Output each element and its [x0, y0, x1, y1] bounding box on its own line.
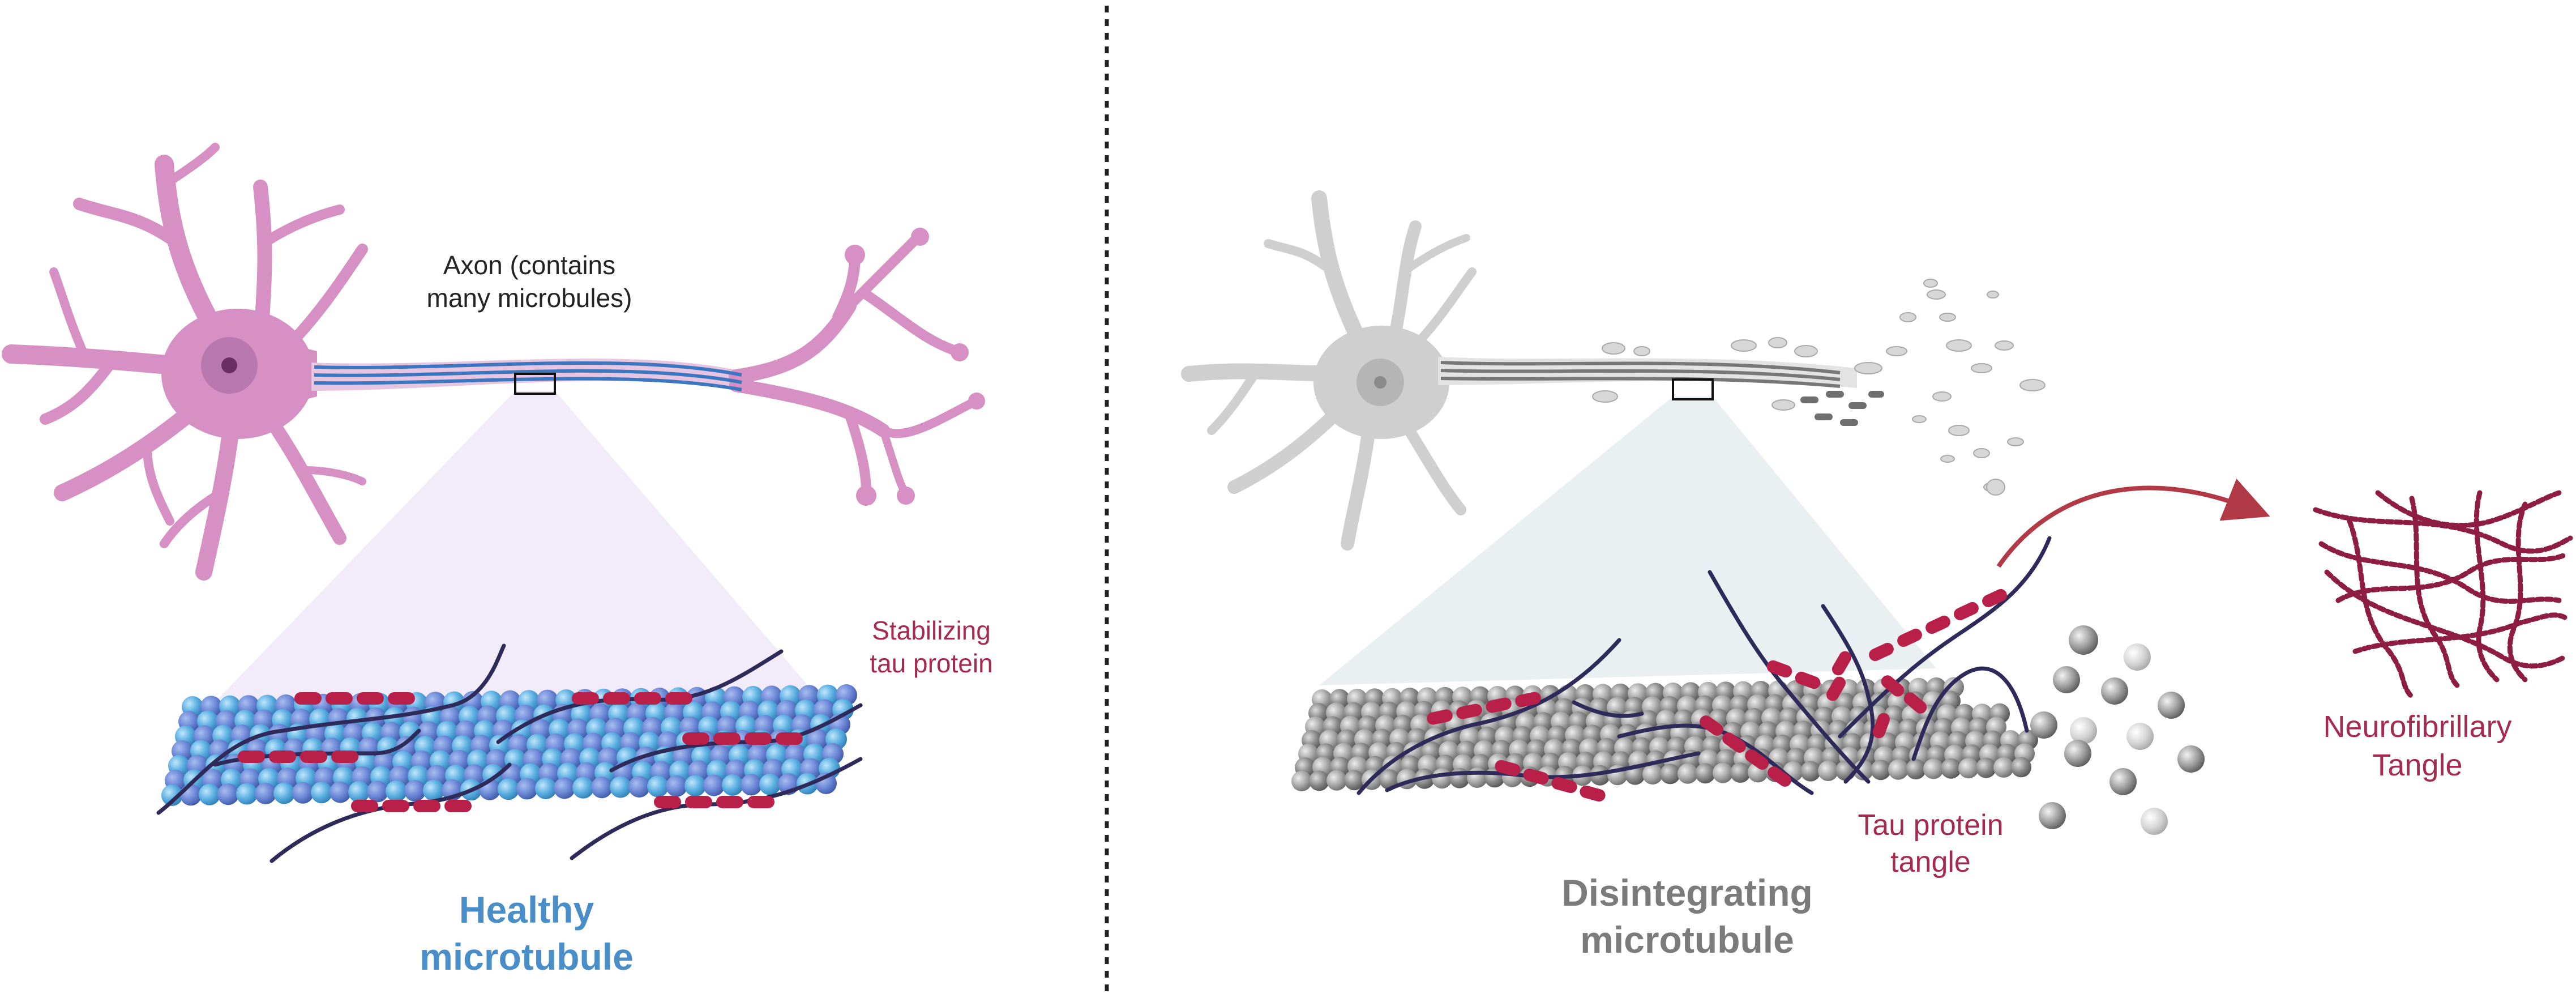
tubulin-subunit [1660, 764, 1680, 784]
tubulin-subunit [498, 778, 519, 800]
tubulin-subunit [1642, 764, 1663, 784]
axon-label: Axon (contains many microbules) [426, 250, 632, 313]
tubulin-subunit [1730, 762, 1751, 783]
tubulin-subunit [1309, 770, 1329, 791]
tubulin-subunit [1818, 761, 1838, 781]
tubulin-subunit [1678, 763, 1698, 784]
tubulin-subunit [1993, 757, 2014, 778]
tubulin-subunit [722, 774, 743, 796]
tubulin-subunit [1379, 769, 1400, 790]
zoom-box-left [514, 373, 556, 395]
tubulin-subunit [1449, 768, 1470, 788]
tubulin-subunit [1467, 768, 1487, 788]
tubulin-subunit [759, 773, 781, 795]
tubulin-subunit [217, 783, 239, 805]
tubulin-subunit [591, 777, 613, 799]
tubulin-subunit [161, 784, 183, 806]
loose-tubulin [2030, 625, 2205, 835]
tubulin-subunit [404, 780, 426, 802]
tubulin-subunit [703, 774, 725, 796]
tubulin-subunit [1923, 758, 1944, 779]
tangled-tau-proteins [1427, 589, 2007, 802]
tubulin-subunit [741, 774, 762, 796]
tubulin-subunit [666, 775, 687, 797]
tubulin-subunit [1713, 762, 1733, 783]
tubulin-subunit [1695, 763, 1715, 784]
stabilizing-tau-label: Stabilizing tau protein [870, 616, 993, 678]
tubulin-subunit [423, 779, 444, 801]
tubulin-subunit [1291, 771, 1312, 791]
tubulin-subunit [1590, 765, 1610, 786]
tubulin-subunit [1906, 759, 1926, 779]
tubulin-subunit [1888, 759, 1909, 780]
tubulin-subunit [199, 783, 220, 805]
disintegrating-microtubule-label: Disintegrating microtubule [1561, 872, 1813, 961]
tubulin-subunit [236, 783, 258, 805]
tubulin-subunit [386, 780, 407, 802]
tubulin-subunit [647, 775, 669, 798]
curved-arrow-icon [1996, 479, 2270, 568]
tubulin-subunit [367, 781, 388, 803]
tubulin-subunit [1800, 761, 1821, 782]
tubulin-subunit [255, 783, 276, 804]
tubulin-subunit [348, 781, 370, 803]
zoom-cone-left [204, 391, 832, 714]
healthy-microtubule-label: Healthy microtubule [420, 889, 634, 978]
tubulin-subunit [1871, 760, 1891, 781]
tubulin-subunit [1958, 758, 1979, 779]
tau-protein-tangle-label: Tau protein tangle [1858, 809, 2004, 879]
degenerating-neuron [1181, 190, 2046, 685]
tubulin-subunit [1344, 770, 1364, 791]
zoom-box-right [1672, 378, 1714, 400]
healthy-tau-proteins [238, 692, 803, 812]
tubulin-subunit [610, 776, 631, 798]
tubulin-subunit [684, 775, 706, 797]
tubulin-subunit [516, 778, 538, 800]
neurofibrillary-tangle-icon [2313, 490, 2573, 700]
tubulin-subunit [554, 777, 575, 799]
tubulin-subunit [292, 782, 314, 804]
zoom-cone-right [1319, 396, 1936, 685]
tubulin-subunit [330, 781, 351, 803]
tubulin-subunit [180, 784, 202, 806]
tubulin-subunit [2011, 757, 2031, 778]
healthy-neuron [2, 143, 985, 714]
tubulin-subunit [273, 782, 295, 804]
tubulin-subunit [628, 776, 650, 798]
tubulin-subunit [535, 778, 557, 799]
tubulin-subunit [311, 782, 332, 804]
healthy-microtubule [161, 684, 857, 806]
tubulin-subunit [1976, 757, 1996, 778]
disintegrating-microtubule [1291, 677, 2038, 791]
neurofibrillary-tangle-label: Neurofibrillary Tangle [2323, 710, 2512, 782]
tubulin-subunit [1326, 770, 1347, 791]
tubulin-subunit [1432, 768, 1452, 789]
tubulin-subunit [572, 777, 594, 799]
tubulin-subunit [1941, 758, 1961, 779]
